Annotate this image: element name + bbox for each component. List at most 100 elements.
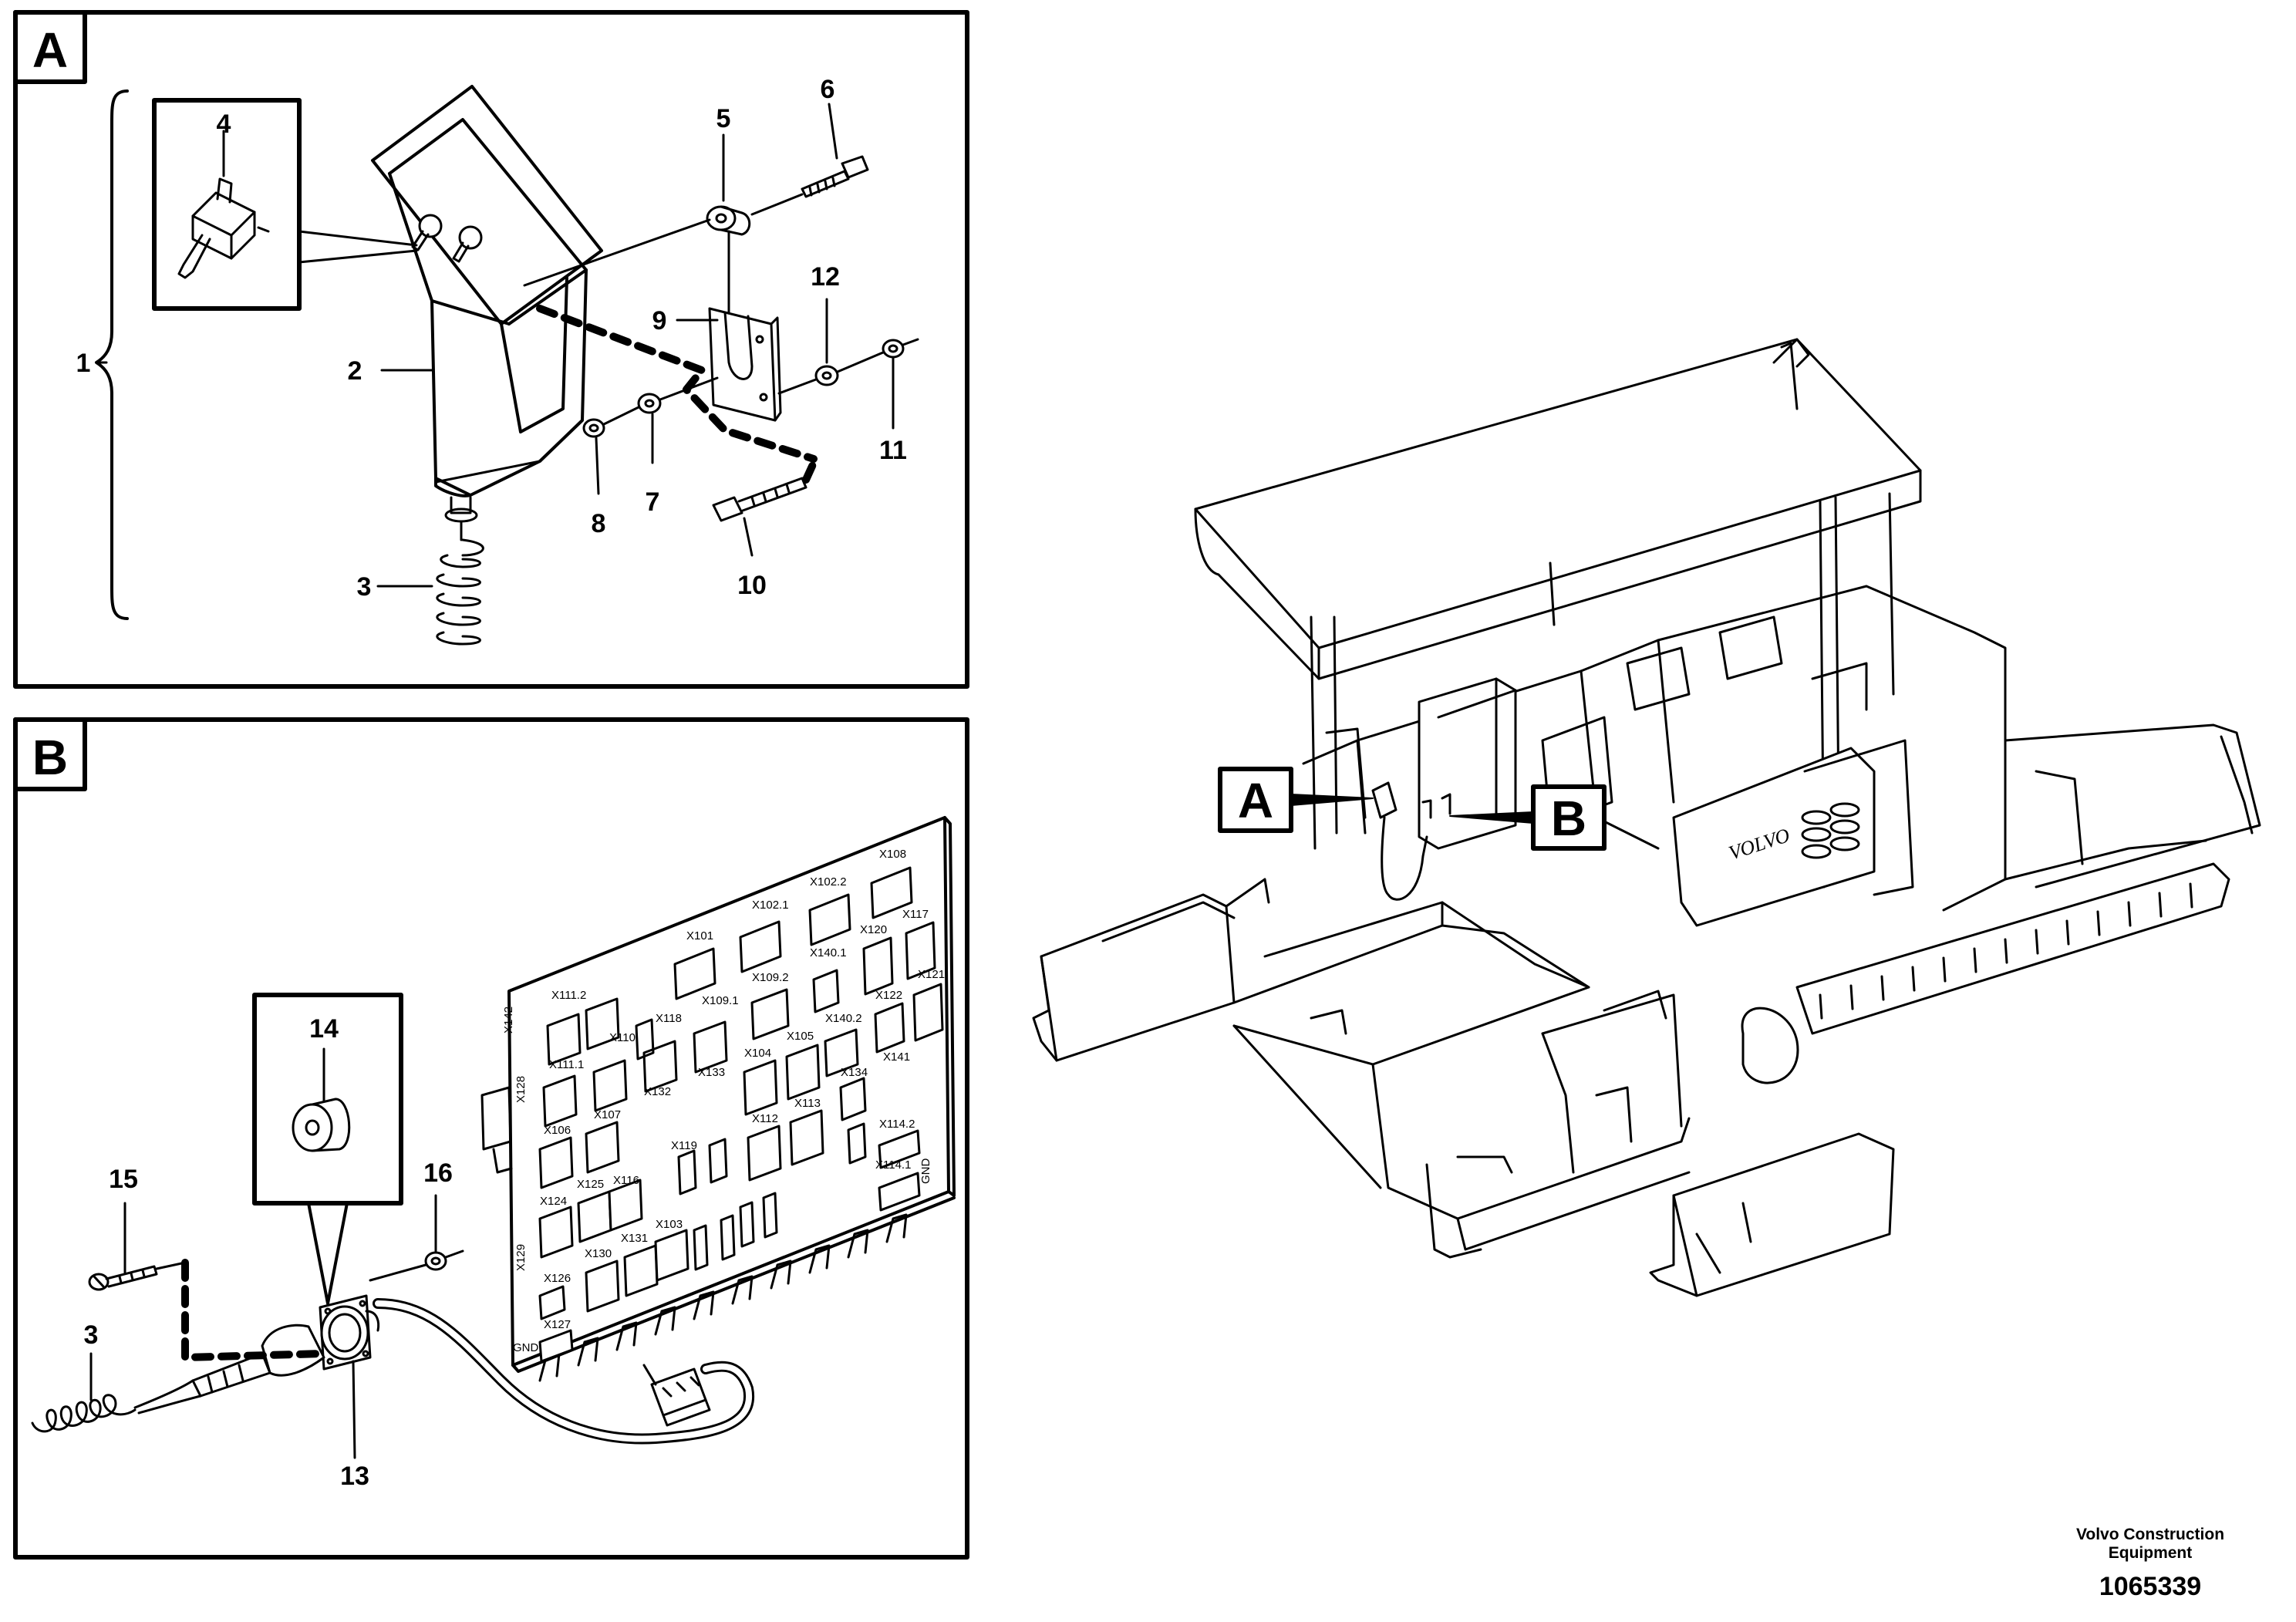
machine-canopy <box>1194 338 1922 649</box>
callout-14: 14 <box>309 1014 339 1044</box>
screw-15 <box>88 1265 158 1291</box>
pcb-label: X141 <box>883 1050 910 1064</box>
callout-12: 12 <box>811 262 840 292</box>
pcb-label: X108 <box>879 848 906 861</box>
callout-7: 7 <box>646 487 660 517</box>
protective-cap <box>292 1098 351 1152</box>
side-panel <box>1672 747 1876 927</box>
pcb-label: X122 <box>875 989 902 1002</box>
coiled-cable <box>31 1394 137 1433</box>
pcb-slots <box>635 969 867 1271</box>
pcb-label: X120 <box>860 923 887 936</box>
pcb-label: X133 <box>698 1066 725 1079</box>
pcb-label: X101 <box>686 929 713 943</box>
joystick-handle <box>371 85 603 497</box>
pcb-label: X103 <box>656 1218 683 1231</box>
housing-toggles <box>411 214 483 263</box>
bolt-10 <box>712 477 807 522</box>
callout-8: 8 <box>592 509 606 538</box>
assembly-brace <box>95 89 129 620</box>
pcb-label: X119 <box>671 1139 697 1152</box>
pcb-label: X121 <box>918 968 945 981</box>
callout-16: 16 <box>423 1158 453 1188</box>
callout-2: 2 <box>348 356 362 386</box>
leader-lines-b <box>89 1194 437 1459</box>
callout-9: 9 <box>652 306 667 336</box>
document-number: 1065339 <box>2099 1572 2202 1601</box>
pcb-label: X131 <box>621 1232 648 1245</box>
washer-12 <box>814 365 839 386</box>
callout-3: 3 <box>84 1320 99 1350</box>
publisher-line-2: Equipment <box>2108 1544 2193 1562</box>
overview-tag-a-label: A <box>1238 773 1273 828</box>
pcb-label: X113 <box>794 1097 821 1110</box>
pcb-label: X132 <box>644 1085 671 1098</box>
detail-box-switch <box>152 98 302 311</box>
nut-11 <box>882 339 905 359</box>
pcb-label: X140.1 <box>810 946 847 959</box>
callout-11: 11 <box>879 436 907 465</box>
volvo-grille <box>1801 802 1860 859</box>
pcb-labels: X142 X111.2 X101 X102.1 X102.2 X108 X109… <box>502 848 945 1354</box>
remote-handle <box>1371 781 1397 819</box>
pcb-label: X126 <box>544 1272 571 1285</box>
overview-tag-b-label: B <box>1551 791 1586 846</box>
callouts-a: 1 2 3 4 5 6 7 8 9 10 11 12 <box>76 75 907 602</box>
pcb-label: X118 <box>656 1012 682 1025</box>
pcb-label: X110 <box>609 1031 636 1044</box>
panel-b-frame <box>13 717 969 1560</box>
pcb-label: X105 <box>787 1030 814 1043</box>
pcb-label: X117 <box>902 908 929 921</box>
panel-socket <box>319 1294 380 1371</box>
overview-tag-b: B <box>1449 784 1607 851</box>
assembly-dash-b <box>802 459 818 484</box>
pcb-label: X134 <box>841 1066 868 1079</box>
pcb-connectors <box>538 866 944 1363</box>
pcb-label: X109.1 <box>702 994 739 1007</box>
callout-13: 13 <box>340 1462 369 1491</box>
callout-5: 5 <box>716 104 731 133</box>
pcb-label: X109.2 <box>752 971 789 984</box>
paver-overview: VOLVO <box>1032 338 2261 1297</box>
toggle-switch-icon <box>177 177 270 279</box>
callout-1: 1 <box>76 349 91 378</box>
pcb-label: X128 <box>514 1076 528 1103</box>
pcb-label: X114.1 <box>875 1158 911 1172</box>
pcb-label: GND <box>513 1341 539 1354</box>
callout-15: 15 <box>109 1165 138 1194</box>
cable-spring <box>436 496 484 646</box>
callout-4: 4 <box>217 110 231 139</box>
pcb-label: X107 <box>594 1108 621 1121</box>
pcb-label: X102.2 <box>810 875 847 889</box>
panel-b-tag: B <box>32 730 68 785</box>
bolt-6 <box>801 155 869 198</box>
overview-tag-a: A <box>1218 767 1374 833</box>
pcb-label: X102.1 <box>752 899 789 912</box>
assembly-dash-c <box>181 1259 328 1361</box>
pcb-label: X114.2 <box>879 1118 915 1131</box>
nut-8 <box>582 418 605 438</box>
pcb-label: X130 <box>585 1247 612 1260</box>
rubber-buffer <box>706 205 751 236</box>
pcb-label: X124 <box>540 1195 567 1208</box>
callout-3: 3 <box>357 572 372 602</box>
pcb-label: X116 <box>613 1174 639 1187</box>
publisher-line-1: Volvo Construction <box>2075 1526 2225 1543</box>
pcb-label: X111.2 <box>551 989 586 1002</box>
pcb-plug <box>650 1367 711 1427</box>
pcb-label: X111.1 <box>549 1058 584 1071</box>
pcb-label: X104 <box>744 1047 771 1060</box>
mounting-bracket <box>708 307 782 422</box>
crawler-track <box>1795 862 2230 1035</box>
pcb-label: X127 <box>544 1318 571 1331</box>
pcb-label: GND <box>919 1158 932 1185</box>
panel-a: A <box>13 10 969 689</box>
panel-a-frame <box>13 10 969 689</box>
pcb-label: X112 <box>752 1112 778 1125</box>
pcb-label: X125 <box>577 1178 604 1191</box>
panel-b: B <box>13 717 969 1560</box>
pcb-label: X129 <box>514 1244 528 1271</box>
panel-a-tag: A <box>32 22 68 78</box>
cable-plug <box>133 1324 325 1415</box>
